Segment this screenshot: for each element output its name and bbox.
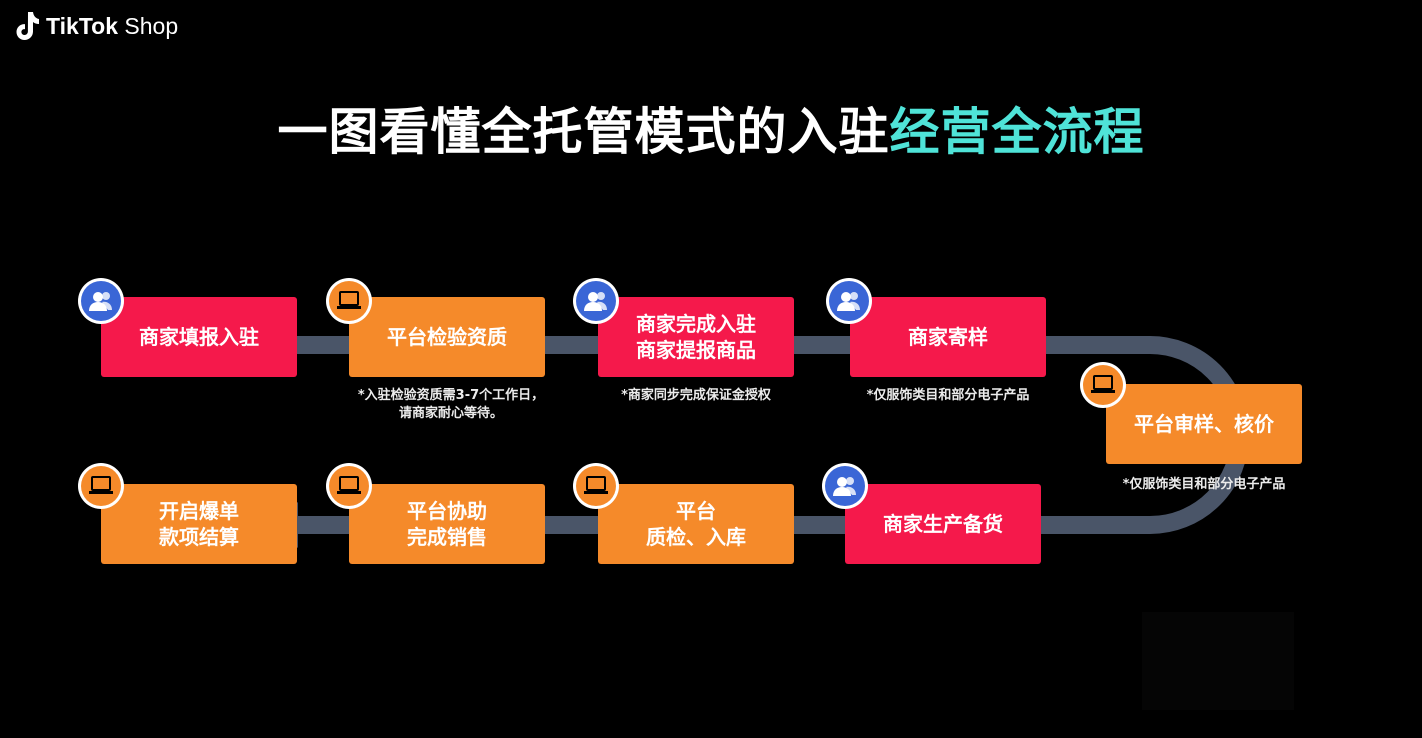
merchant-badge bbox=[78, 278, 124, 324]
step-merchant-sample: 商家寄样 bbox=[850, 297, 1046, 377]
note-line: *商家同步完成保证金授权 bbox=[621, 388, 771, 403]
platform-badge bbox=[326, 278, 372, 324]
user-icon bbox=[89, 292, 112, 311]
step-note: *仅服饰类目和部分电子产品 bbox=[1104, 476, 1304, 494]
laptop-icon bbox=[337, 291, 361, 309]
merchant-badge bbox=[573, 278, 619, 324]
merchant-badge bbox=[826, 278, 872, 324]
step-label: 商家填报入驻 bbox=[139, 325, 259, 349]
title-main: 一图看懂全托管模式的入驻 bbox=[277, 103, 890, 161]
brand-name: TikTok bbox=[46, 12, 118, 39]
step-label-line: 款项结算 bbox=[159, 525, 239, 549]
platform-badge bbox=[326, 463, 372, 509]
step-platform-verify: 平台检验资质 bbox=[349, 297, 545, 377]
step-label-line: 商家提报商品 bbox=[636, 338, 756, 362]
step-label: 平台检验资质 bbox=[387, 325, 507, 349]
step-merchant-apply: 商家填报入驻 bbox=[101, 297, 297, 377]
user-icon bbox=[833, 477, 856, 496]
platform-badge bbox=[573, 463, 619, 509]
title-highlight: 经营全流程 bbox=[889, 103, 1145, 161]
tiktok-logo-icon bbox=[16, 12, 39, 40]
step-note: *入驻检验资质需3-7个工作日， 请商家耐心等待。 bbox=[346, 387, 556, 423]
step-label-line: 商家完成入驻 bbox=[636, 312, 756, 336]
platform-badge bbox=[1080, 362, 1126, 408]
step-note: *仅服饰类目和部分电子产品 bbox=[848, 387, 1048, 405]
step-label-line: 开启爆单 bbox=[159, 499, 239, 523]
step-label: 商家生产备货 bbox=[883, 512, 1003, 536]
page-title: 一图看懂全托管模式的入驻经营全流程 bbox=[0, 92, 1422, 164]
step-label: 商家寄样 bbox=[908, 325, 988, 349]
step-label-line: 完成销售 bbox=[407, 525, 487, 549]
laptop-icon bbox=[584, 476, 608, 494]
step-merchant-produce: 商家生产备货 bbox=[845, 484, 1041, 564]
user-icon bbox=[837, 292, 860, 311]
note-line: *入驻检验资质需3-7个工作日， bbox=[357, 388, 545, 403]
user-icon bbox=[584, 292, 607, 311]
step-label: 平台审样、核价 bbox=[1134, 412, 1274, 436]
step-platform-review: 平台审样、核价 bbox=[1106, 384, 1302, 464]
background-panel bbox=[1142, 612, 1294, 710]
tiktok-shop-logo: TikTok Shop bbox=[14, 10, 178, 42]
platform-badge bbox=[78, 463, 124, 509]
note-line: *仅服饰类目和部分电子产品 bbox=[866, 388, 1030, 403]
brand-suffix: Shop bbox=[124, 12, 179, 39]
step-label-line: 平台协助 bbox=[407, 499, 487, 523]
laptop-icon bbox=[89, 476, 113, 494]
step-merchant-onboard: 商家完成入驻 商家提报商品 bbox=[598, 297, 794, 377]
step-settlement: 开启爆单 款项结算 bbox=[101, 484, 297, 564]
step-platform-sales: 平台协助 完成销售 bbox=[349, 484, 545, 564]
note-line: 请商家耐心等待。 bbox=[398, 406, 503, 421]
step-note: *商家同步完成保证金授权 bbox=[596, 387, 796, 405]
laptop-icon bbox=[1091, 375, 1115, 393]
laptop-icon bbox=[337, 476, 361, 494]
step-label-line: 平台 bbox=[676, 499, 716, 523]
merchant-badge bbox=[822, 463, 868, 509]
step-label-line: 质检、入库 bbox=[646, 525, 746, 549]
note-line: *仅服饰类目和部分电子产品 bbox=[1122, 477, 1286, 492]
step-platform-inspect: 平台 质检、入库 bbox=[598, 484, 794, 564]
